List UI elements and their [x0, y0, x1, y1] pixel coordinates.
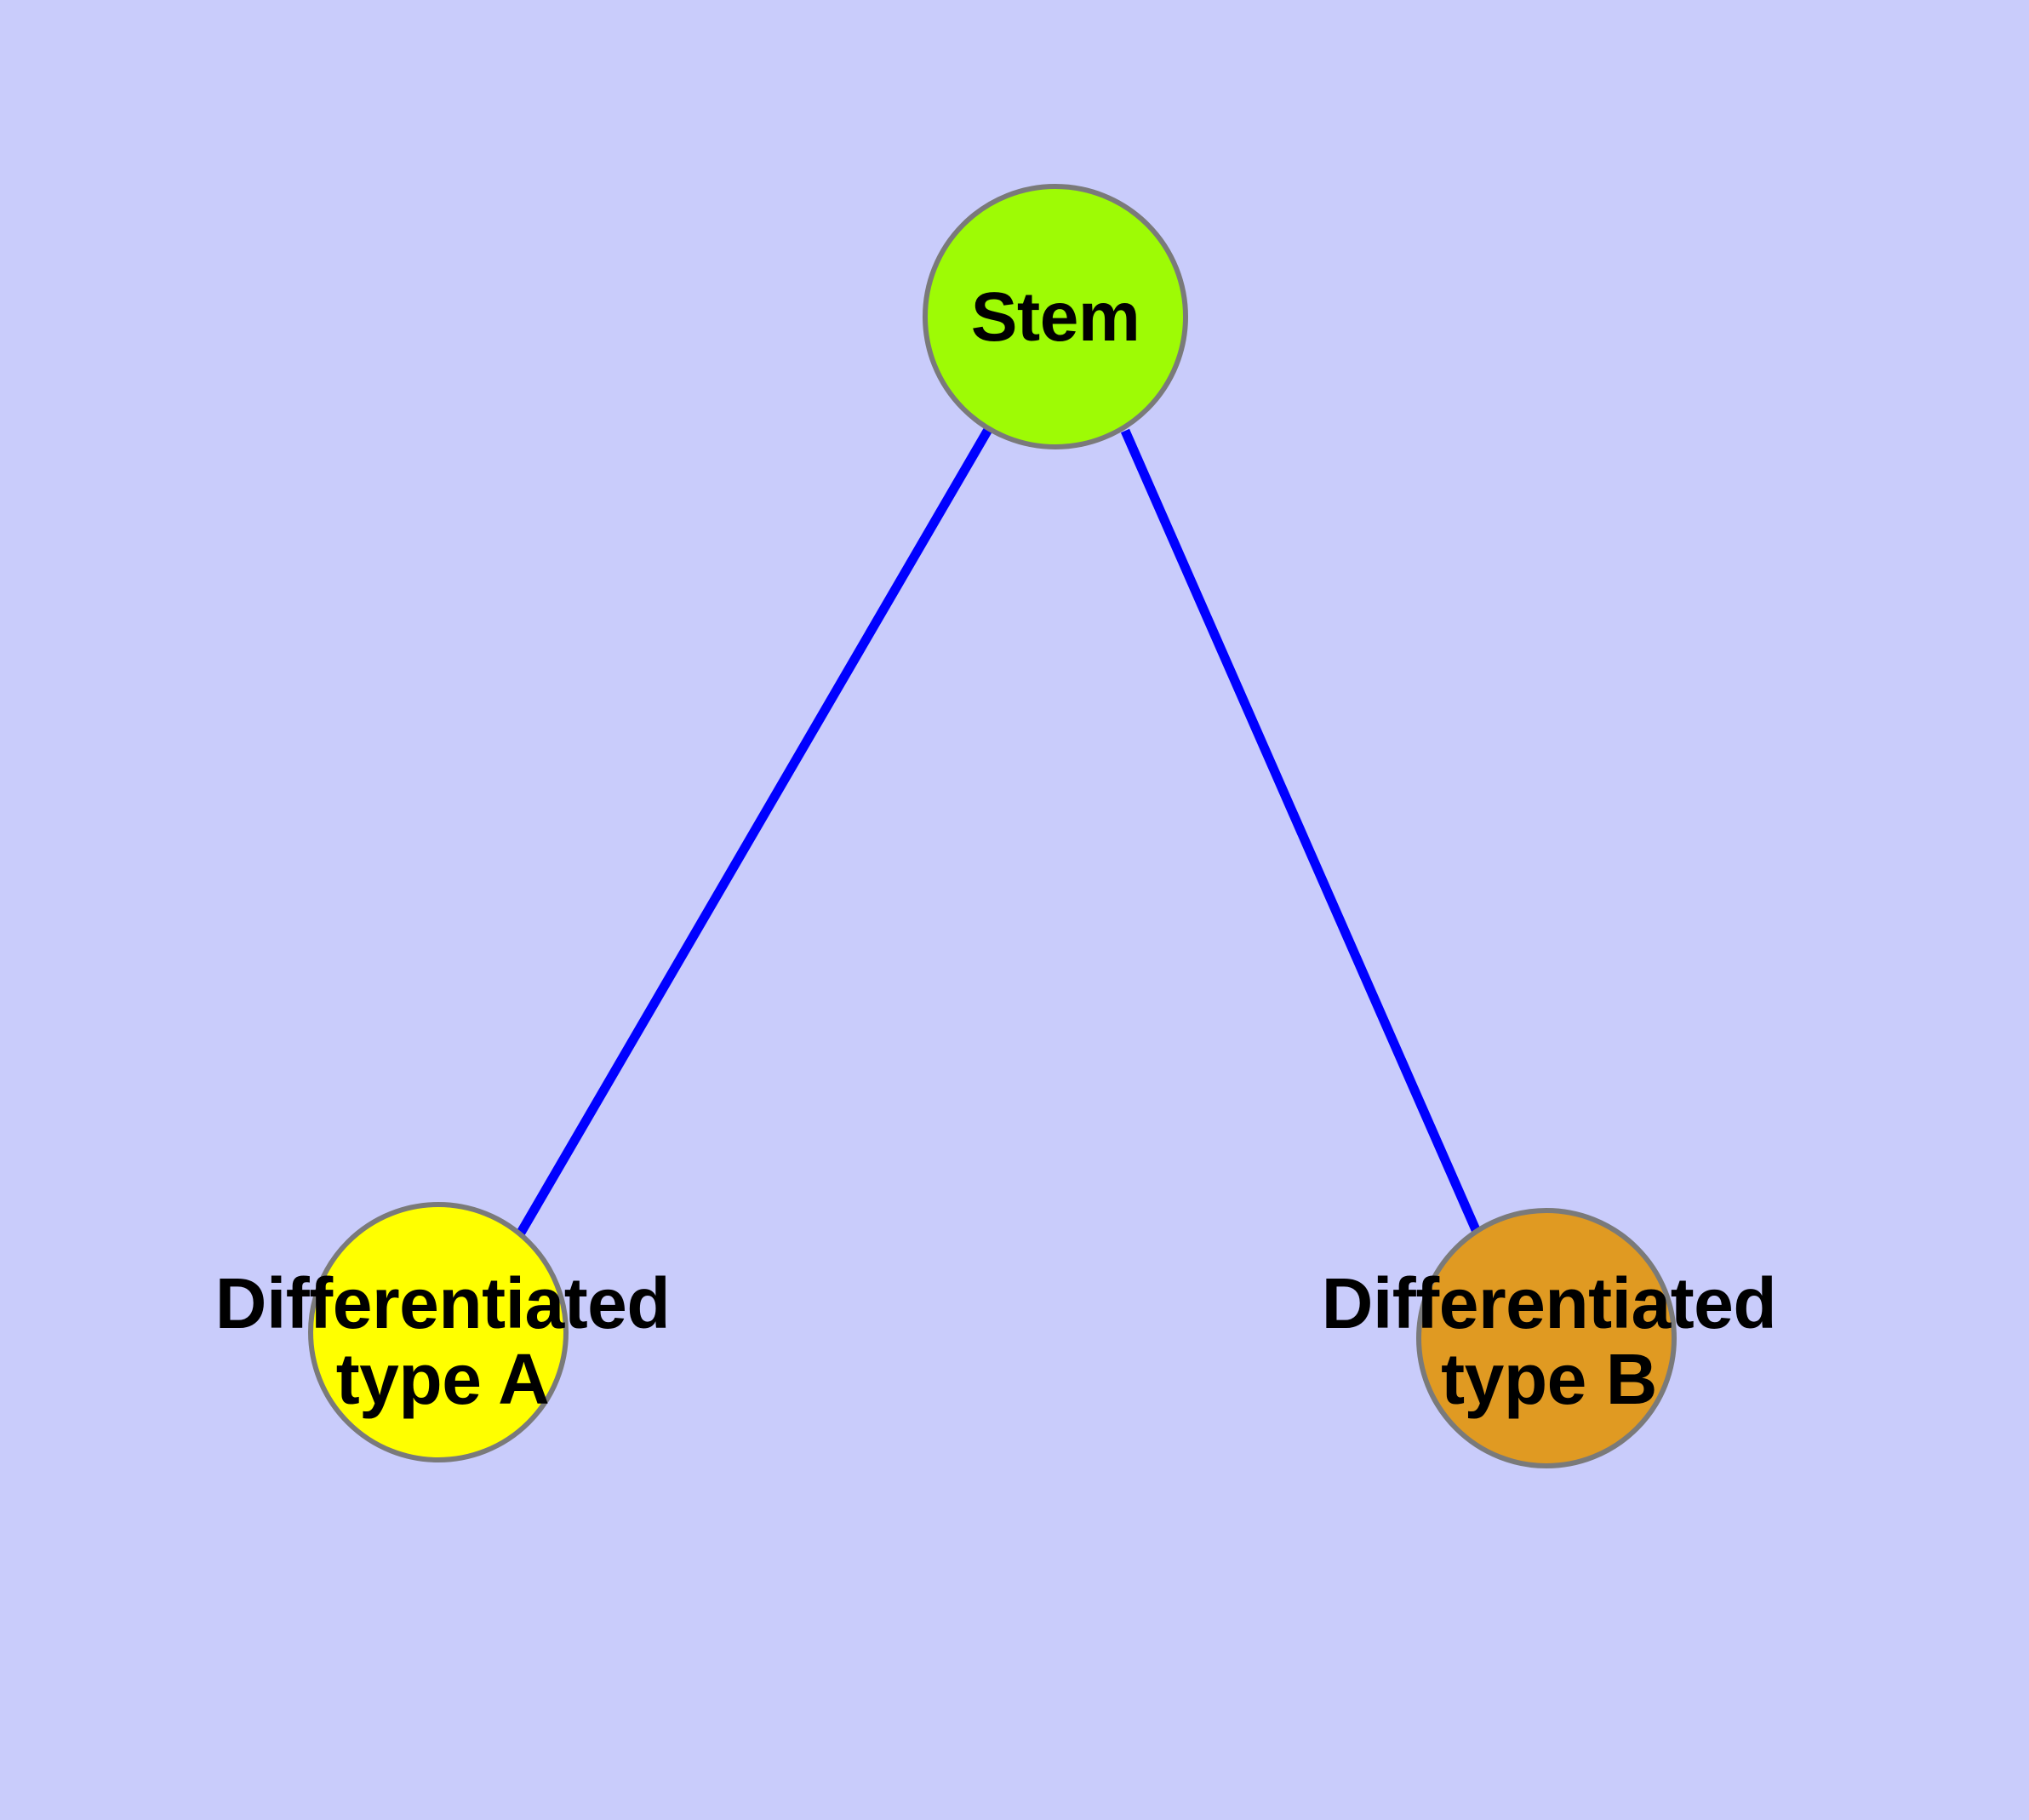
edge-stem-to-differentiated-type-b[interactable]	[1120, 428, 1482, 1234]
edge-layer	[517, 426, 1482, 1235]
node-stem[interactable]	[923, 184, 1188, 449]
node-differentiated-type-b[interactable]	[1416, 1208, 1677, 1468]
edge-stem-to-differentiated-type-a[interactable]	[517, 426, 993, 1235]
node-differentiated-type-a[interactable]	[308, 1202, 569, 1462]
node-layer	[308, 184, 1677, 1468]
